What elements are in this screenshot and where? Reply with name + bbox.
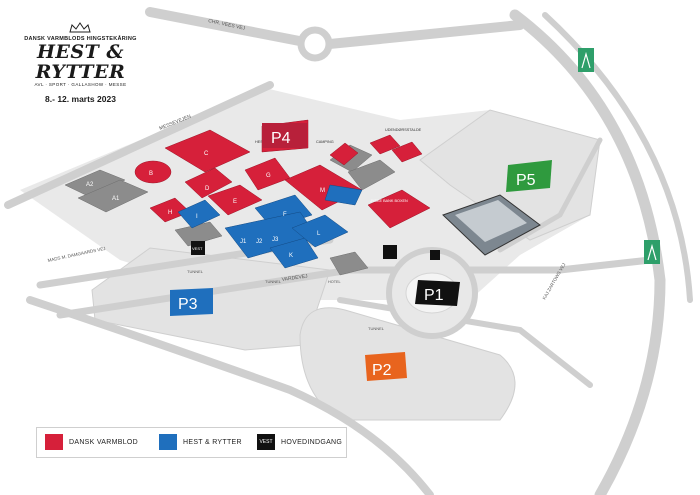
highway-north-icon <box>581 51 591 69</box>
parking-p1[interactable]: P1 <box>415 280 460 306</box>
hall-c-label: C <box>204 151 209 157</box>
tunnel-label-3: TUNNEL <box>368 326 385 331</box>
hall-k-label: K <box>289 253 293 259</box>
parking-p3-label: P3 <box>178 296 198 313</box>
parking-p2-label: P2 <box>372 362 392 379</box>
blue-hall-labels: F I J1 J2 J3 K L <box>196 212 321 259</box>
crown-icon <box>69 22 91 33</box>
red-hall-labels: B C D E G H M <box>149 151 325 216</box>
east-entrance-marker[interactable] <box>383 245 397 259</box>
parking-p4-label: P4 <box>271 130 291 147</box>
legend-item-dansk-varmblod: DANSK VARMBLOD <box>45 434 138 450</box>
legend-label-hovedindgang: HOVEDINDGANG <box>281 438 343 446</box>
label-jyske-bank-boxen: JYSKE BANK BOXEN <box>370 199 408 203</box>
accessibility-marker <box>430 250 440 260</box>
hall-b-label: B <box>149 171 153 177</box>
tunnel-label-1: TUNNEL <box>187 269 204 274</box>
event-title: HEST & RYTTER <box>35 41 126 83</box>
hall-g-label: G <box>266 173 271 179</box>
hall-a1-label: A1 <box>112 196 120 202</box>
hall-f-label: F <box>283 212 287 218</box>
vest-entrance-label: VEST <box>192 246 203 251</box>
jyske-bank-boxen <box>442 194 541 256</box>
parking-p2[interactable]: P2 <box>365 352 407 381</box>
parking-p5[interactable]: P5 <box>506 160 552 192</box>
parking-p1-label: P1 <box>424 287 444 304</box>
highway-sign-north <box>578 48 594 72</box>
parking-area-p2 <box>299 307 516 421</box>
hall-j1-label: J1 <box>240 239 247 245</box>
legend-label-hest-rytter: HEST & RYTTER <box>183 438 242 446</box>
tunnel-label-2: TUNNEL <box>265 279 282 284</box>
roundabout-north <box>297 26 333 62</box>
legend-swatch-blue <box>159 434 177 450</box>
hall-i-label: I <box>196 214 198 220</box>
highway-sign-south <box>644 240 660 264</box>
hall-j2-label: J2 <box>256 239 263 245</box>
event-subtitle: DANSK VARMBLODS HINGSTEKÅRING <box>24 36 137 42</box>
hall-h-label: H <box>168 210 172 216</box>
street-mads-damgaard: MADS M. DAMGAARDS VEJ <box>47 246 106 263</box>
hall-e-label: E <box>233 199 237 205</box>
hall-j3-label: J3 <box>272 237 279 243</box>
legend-swatch-vest: VEST <box>257 434 275 450</box>
parking-p4[interactable]: P4 <box>262 123 307 148</box>
street-vardevej: VARDEVEJ <box>281 273 308 283</box>
legend-label-dansk-varmblod: DANSK VARMBLOD <box>69 438 139 446</box>
gray-buildings <box>64 144 396 276</box>
hall-l-label: L <box>317 231 321 237</box>
event-dates: 8.- 12. marts 2023 <box>45 94 116 104</box>
vest-entrance-marker[interactable]: VEST <box>191 241 205 255</box>
parking-p5-label: P5 <box>516 172 536 189</box>
label-hotel: HOTEL <box>328 280 341 284</box>
hall-a2-label: A2 <box>86 182 94 188</box>
legend-swatch-red <box>45 434 63 450</box>
blue-halls <box>177 184 363 269</box>
parking-p3[interactable]: P3 <box>170 288 213 316</box>
hall-m-label: M <box>320 188 325 194</box>
hall-d-label: D <box>205 186 210 192</box>
event-tagline: AVL · SPORT · GALLASHOW · MESSE <box>34 82 127 87</box>
map-legend: DANSK VARMBLOD HEST & RYTTER VEST HOVEDI… <box>36 427 347 458</box>
event-logo: DANSK VARMBLODS HINGSTEKÅRING HEST & RYT… <box>18 22 143 104</box>
highway-south-icon <box>647 243 657 261</box>
label-udendorsstalde: UDENDØRSSTALDE <box>385 128 422 132</box>
label-camping: CAMPING <box>316 140 334 144</box>
legend-item-hest-rytter: HEST & RYTTER <box>159 434 242 450</box>
legend-item-hovedindgang: VEST HOVEDINDGANG <box>257 434 342 450</box>
